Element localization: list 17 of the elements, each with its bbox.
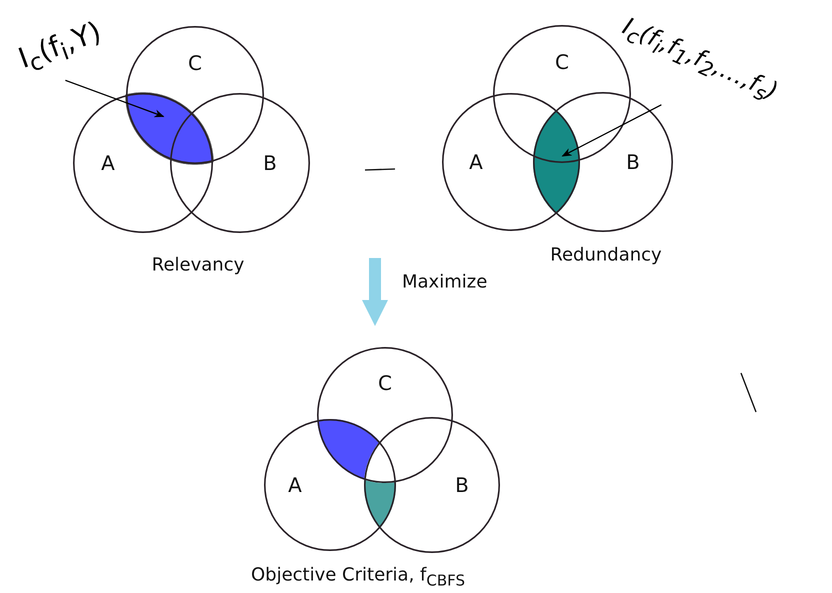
caption-text: Relevancy <box>152 254 244 276</box>
leader-arrow <box>562 104 662 157</box>
shaded-region <box>126 93 213 164</box>
set-letter: A <box>469 150 483 174</box>
set-letter: B <box>455 473 469 497</box>
set-letter: B <box>263 151 277 175</box>
caption-text: Maximize <box>402 272 488 292</box>
set-letter: B <box>626 150 640 174</box>
set-letter: C <box>555 50 569 74</box>
shaded-region <box>533 110 580 214</box>
set-letter: C <box>188 51 202 75</box>
set-letter: A <box>288 473 302 497</box>
leader-arrow <box>65 80 164 118</box>
set-letter: A <box>101 151 115 175</box>
set-letter: C <box>378 371 392 395</box>
caption-text: Redundancy <box>550 244 662 266</box>
caption-text: Objective Criteria, f$_{CBFS}$ <box>250 564 466 590</box>
